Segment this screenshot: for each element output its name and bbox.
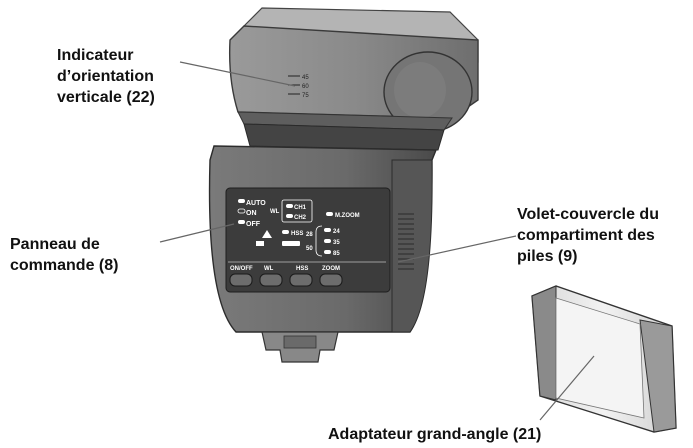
- callout-line: Panneau de: [10, 234, 118, 255]
- callout-line: d’orientation: [57, 66, 155, 87]
- scale-label: 75: [302, 93, 309, 99]
- mzoom-label: M.ZOOM: [335, 213, 360, 219]
- wide-angle-adapter: [532, 286, 676, 432]
- zoom-value-24: 24: [333, 229, 340, 235]
- channel-label-2: CH2: [294, 215, 307, 221]
- zoom-value-85: 85: [333, 251, 340, 257]
- scale-label: 45: [302, 75, 309, 81]
- wl-button: [260, 274, 282, 286]
- callout-line: Indicateur: [57, 45, 155, 66]
- button-label-hss: HSS: [296, 266, 308, 272]
- callout-line: commande (8): [10, 255, 118, 276]
- hss-label: HSS: [291, 231, 303, 237]
- zoom-button: [320, 274, 342, 286]
- zoom-value-28: 28: [306, 232, 313, 238]
- callout-wide-adapter: Adaptateur grand-angle (21): [328, 424, 541, 445]
- callout-line: verticale (22): [57, 87, 155, 108]
- scale-label: 60: [302, 84, 309, 90]
- callout-line: compartiment des: [517, 225, 659, 246]
- control-panel: AUTO ON OFF WL CH1 CH2 M.ZOOM HSS 28 50: [226, 188, 390, 292]
- callout-line: Adaptateur grand-angle (21): [328, 424, 541, 445]
- callout-battery-cover: Volet-couvercle du compartiment des pile…: [517, 204, 659, 267]
- zoom-value-50: 50: [306, 246, 313, 252]
- button-label-wl: WL: [264, 266, 274, 272]
- button-label-zoom: ZOOM: [322, 266, 340, 272]
- button-label-onoff: ON/OFF: [230, 266, 253, 272]
- flash-unit: 45 60 75 AUTO ON OFF WL: [210, 8, 478, 362]
- zoom-value-35: 35: [333, 240, 340, 246]
- callout-control-panel: Panneau de commande (8): [10, 234, 118, 276]
- battery-compartment-cover: [392, 160, 432, 332]
- channel-label-1: CH1: [294, 205, 307, 211]
- mode-label-off: OFF: [246, 221, 261, 228]
- mode-label-on: ON: [246, 210, 257, 217]
- wl-label: WL: [270, 209, 280, 215]
- mode-label-auto: AUTO: [246, 200, 266, 207]
- hss-button: [290, 274, 312, 286]
- callout-line: Volet-couvercle du: [517, 204, 659, 225]
- onoff-button: [230, 274, 252, 286]
- callout-vertical-indicator: Indicateur d’orientation verticale (22): [57, 45, 155, 108]
- callout-line: piles (9): [517, 246, 659, 267]
